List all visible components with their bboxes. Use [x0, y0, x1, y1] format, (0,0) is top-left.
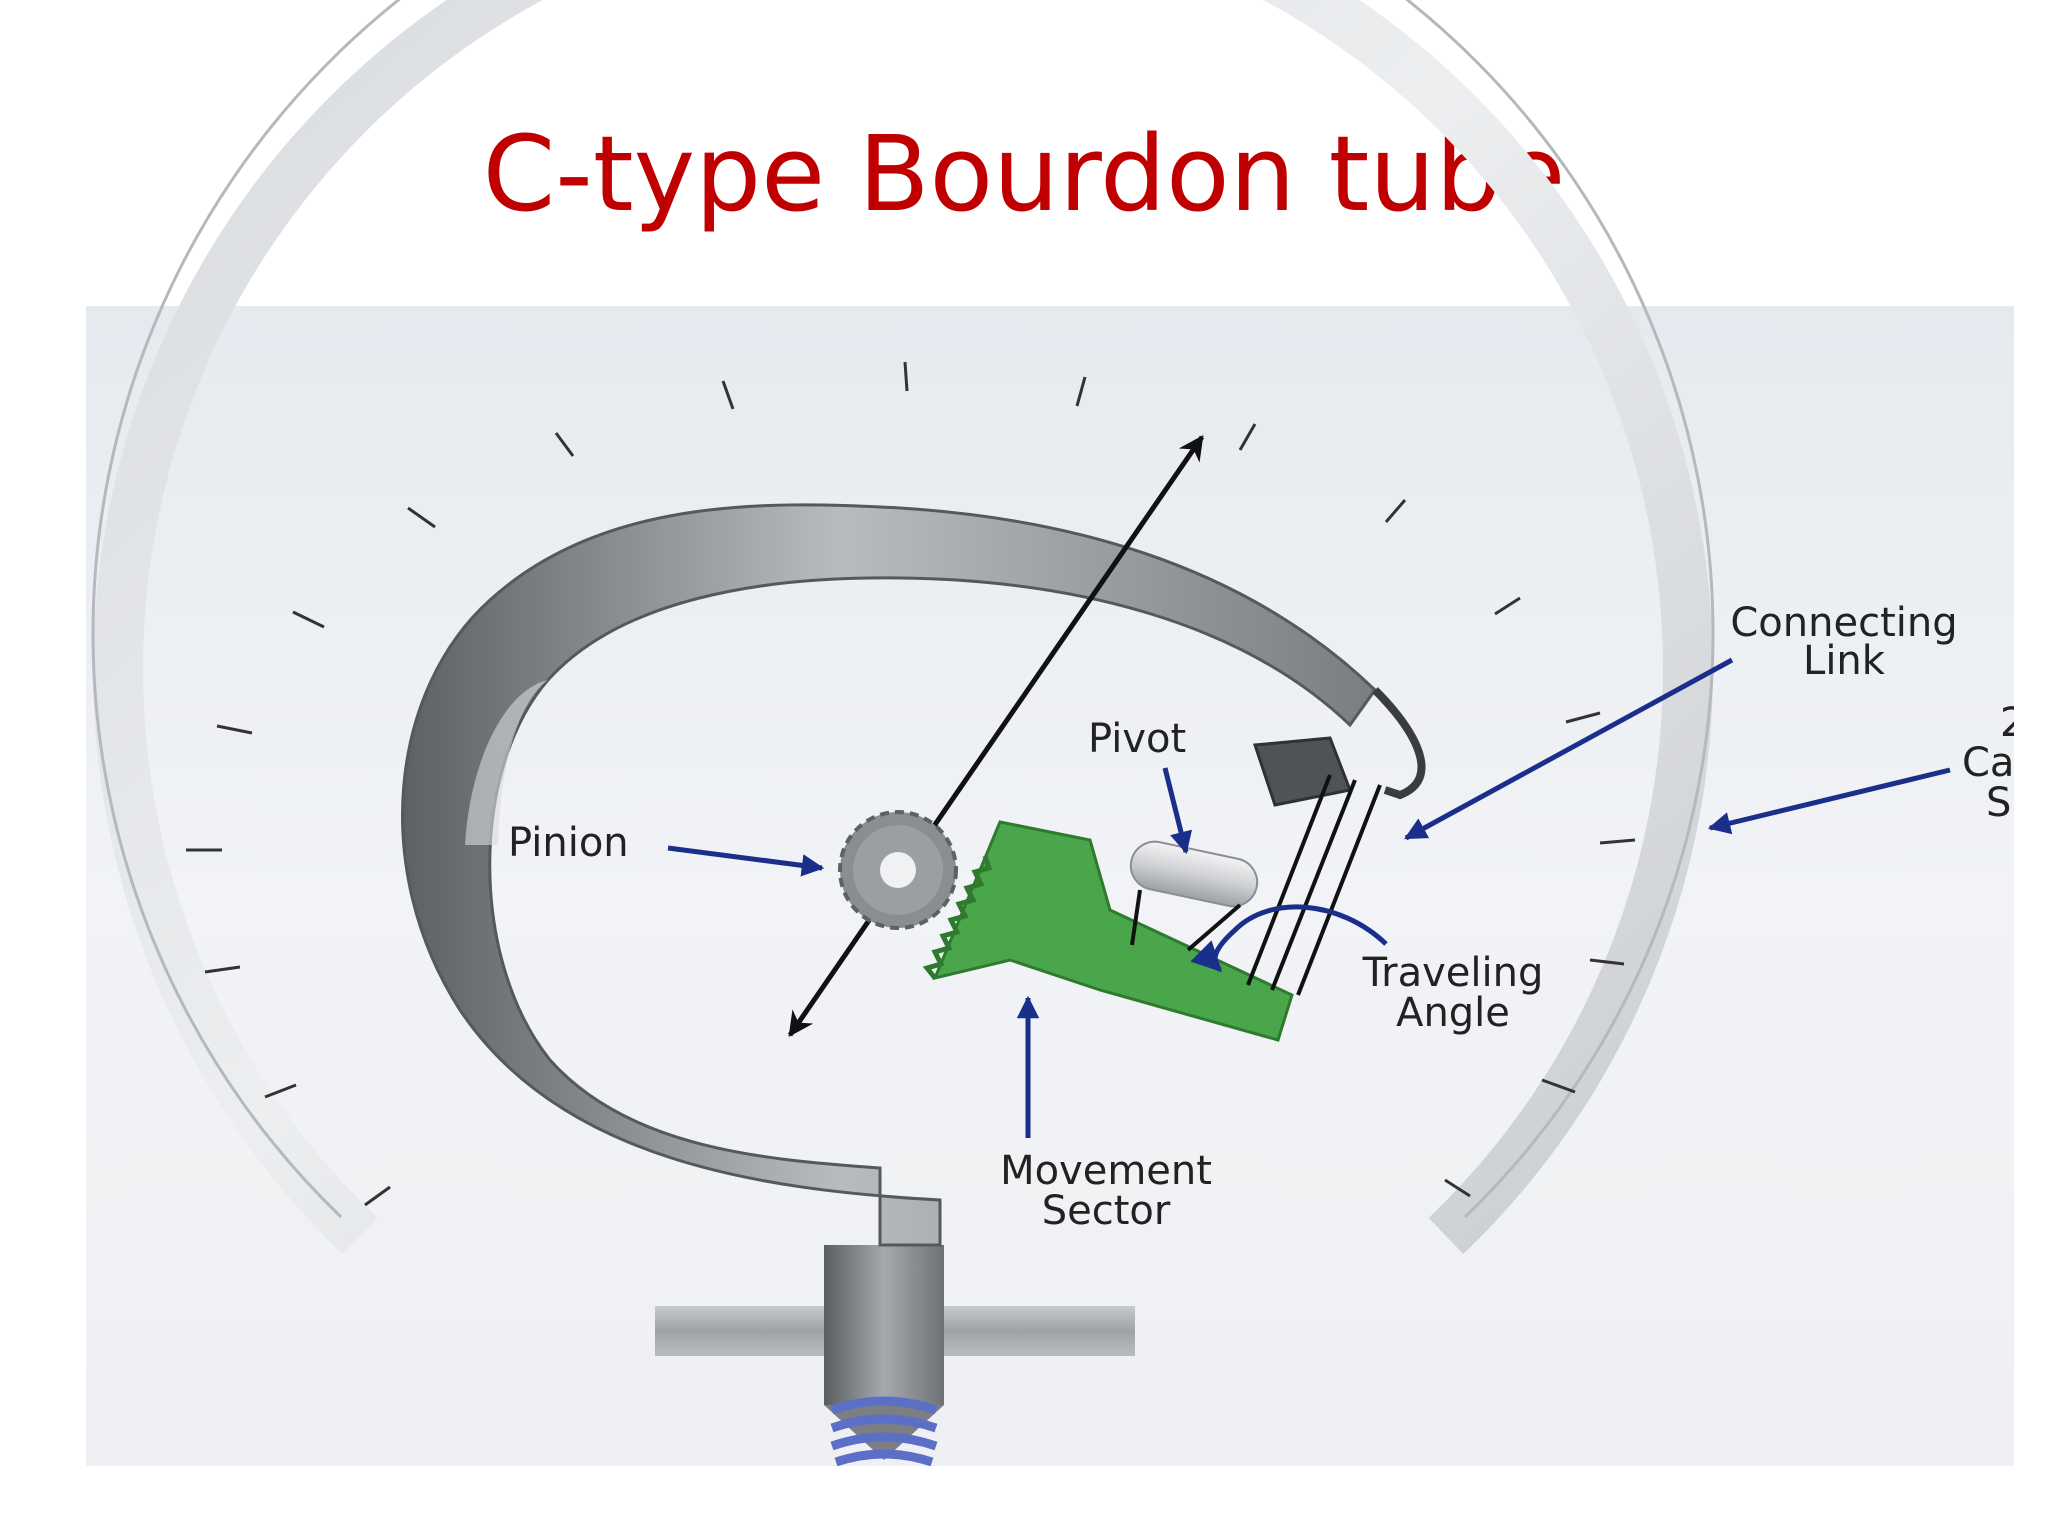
panel-right-mask	[2014, 300, 2048, 1536]
scale-callout-arrow	[1707, 767, 1951, 835]
label-cut-line2: Ca	[1962, 740, 2014, 786]
tube-tip-curl	[1372, 687, 1426, 800]
label-connecting-link-line2: Link	[1803, 638, 1886, 684]
label-pivot: Pivot	[1088, 716, 1186, 762]
label-cut-line3: S	[1986, 780, 2011, 826]
pivot-support-left	[1130, 889, 1142, 946]
connecting-link	[1246, 774, 1382, 996]
spring-coil	[830, 1396, 938, 1467]
slide-title: C-type Bourdon tube	[482, 113, 1566, 235]
pinion-callout-arrow	[667, 845, 825, 877]
movement-sector	[932, 820, 1294, 1042]
sector-teeth	[922, 855, 993, 980]
stem	[824, 1245, 944, 1405]
scale-ticks	[186, 361, 1636, 1207]
label-traveling-angle-line1: Traveling	[1362, 950, 1544, 996]
pivot-callout-arrow	[1162, 767, 1193, 855]
label-movement-sector-line1: Movement	[1000, 1148, 1212, 1194]
label-traveling-angle-line2: Angle	[1396, 990, 1510, 1036]
label-pinion: Pinion	[508, 820, 629, 866]
bourdon-tube-body	[401, 503, 1377, 1247]
connecting-link-callout-arrow	[1404, 657, 1734, 841]
dial-scale-arc-edge	[91, 0, 1715, 1219]
label-connecting-link-line1: Connecting	[1730, 600, 1957, 646]
pointer-needle	[787, 434, 1205, 1038]
dial-scale-arc	[93, 0, 1713, 1255]
pivot-pin	[1129, 840, 1259, 908]
traveling-angle-arc	[1190, 904, 1388, 973]
label-movement-sector-line2: Sector	[1042, 1188, 1171, 1234]
panel-bottom-mask	[0, 1466, 2048, 1536]
tube-highlight	[410, 680, 548, 845]
pinion-gear	[838, 810, 958, 930]
